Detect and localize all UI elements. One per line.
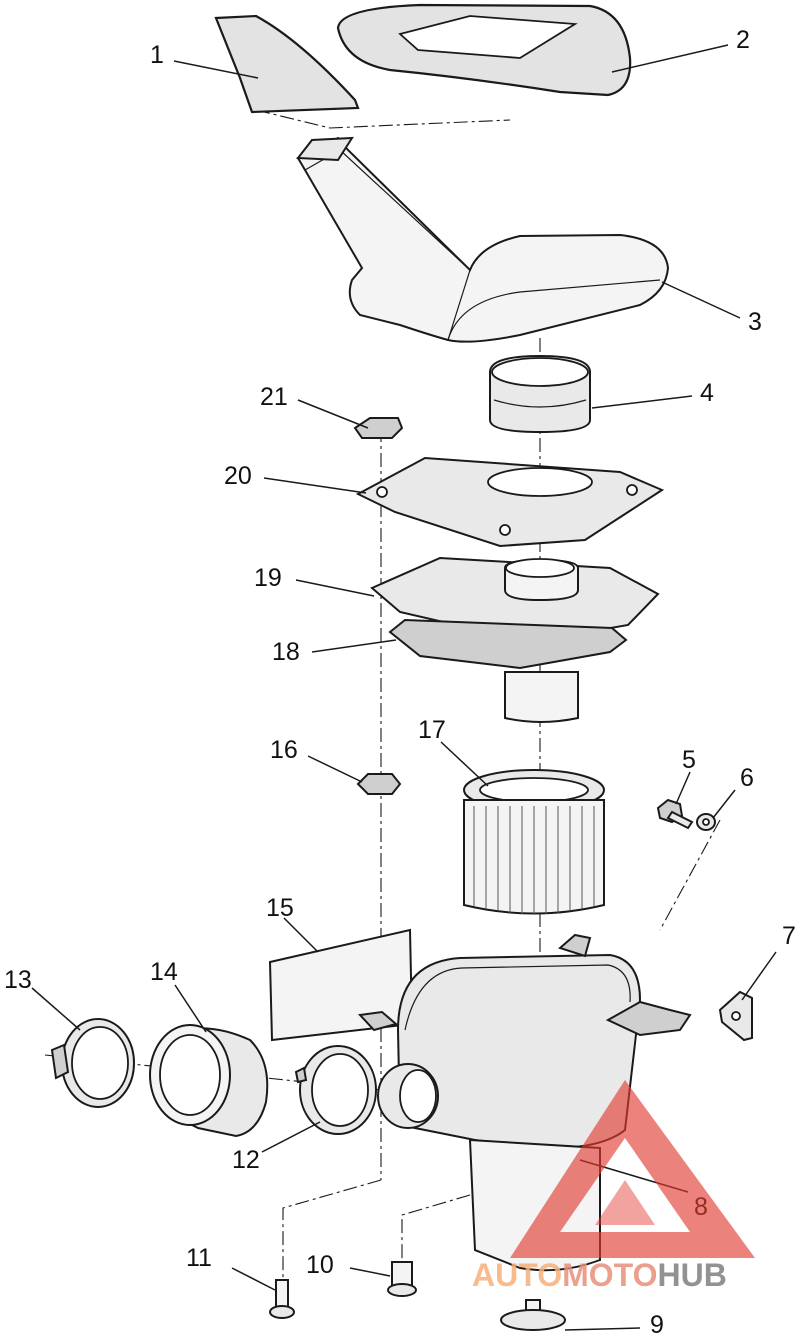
housing-outlet-tube xyxy=(504,671,579,723)
callout-10: 10 xyxy=(306,1251,334,1279)
callout-18: 18 xyxy=(272,638,300,666)
part-16-nut xyxy=(356,773,402,795)
watermark: AUTOMOTOHUB xyxy=(472,1080,755,1293)
callout-14: 14 xyxy=(150,958,178,986)
callout-3: 3 xyxy=(748,308,762,336)
part-21-clip-nut xyxy=(353,417,404,439)
part-13-outer-clamp xyxy=(50,1018,135,1108)
part-12-clamp xyxy=(294,1045,377,1135)
part-20-top-plate xyxy=(355,456,665,548)
callout-12: 12 xyxy=(232,1146,260,1174)
callout-labels: 1 2 3 4 5 6 7 8 9 10 11 12 13 14 15 16 1… xyxy=(4,26,796,1337)
bolt-axis xyxy=(282,1179,382,1285)
part-17-filter-element xyxy=(463,769,605,915)
part-2-foam-seal xyxy=(336,3,632,97)
screw-axis xyxy=(659,819,721,931)
callout-20: 20 xyxy=(224,462,252,490)
callout-15: 15 xyxy=(266,894,294,922)
part-6-washer xyxy=(696,813,716,831)
callout-7: 7 xyxy=(782,922,796,950)
part-1-foam-pad xyxy=(214,14,360,114)
callout-11: 11 xyxy=(186,1244,212,1272)
callout-6: 6 xyxy=(740,764,754,792)
watermark-hub: HUB xyxy=(657,1257,726,1293)
stud-axis xyxy=(401,1194,471,1265)
part-7-bracket xyxy=(718,990,753,1042)
foam-axis xyxy=(255,109,511,129)
callout-5: 5 xyxy=(682,746,696,774)
part-9-drain-plug xyxy=(500,1299,566,1331)
watermark-text: AUTOMOTOHUB xyxy=(472,1257,727,1293)
callout-1: 1 xyxy=(150,41,164,69)
callout-4: 4 xyxy=(700,379,714,407)
part-5-screw xyxy=(656,798,694,830)
part-4-adapter xyxy=(489,354,591,434)
part-10-grommet xyxy=(387,1261,417,1297)
callout-2: 2 xyxy=(736,26,750,54)
part-14-intake-boot xyxy=(149,1024,269,1138)
callout-9: 9 xyxy=(650,1311,664,1337)
leader-lines xyxy=(31,44,777,1331)
part-8-airbox xyxy=(357,933,692,1272)
callout-21: 21 xyxy=(260,383,288,411)
callout-19: 19 xyxy=(254,564,282,592)
watermark-moto: MOTO xyxy=(562,1257,657,1293)
part-3-airbox-cover xyxy=(296,136,670,343)
part-11-bolt xyxy=(269,1279,295,1319)
callout-16: 16 xyxy=(270,736,298,764)
watermark-logo-inner-icon xyxy=(595,1180,655,1225)
callout-17: 17 xyxy=(418,716,446,744)
watermark-logo-icon xyxy=(510,1080,755,1258)
callout-13: 13 xyxy=(4,966,32,994)
watermark-auto: AUTO xyxy=(472,1257,562,1293)
part-18-gasket xyxy=(388,618,628,670)
